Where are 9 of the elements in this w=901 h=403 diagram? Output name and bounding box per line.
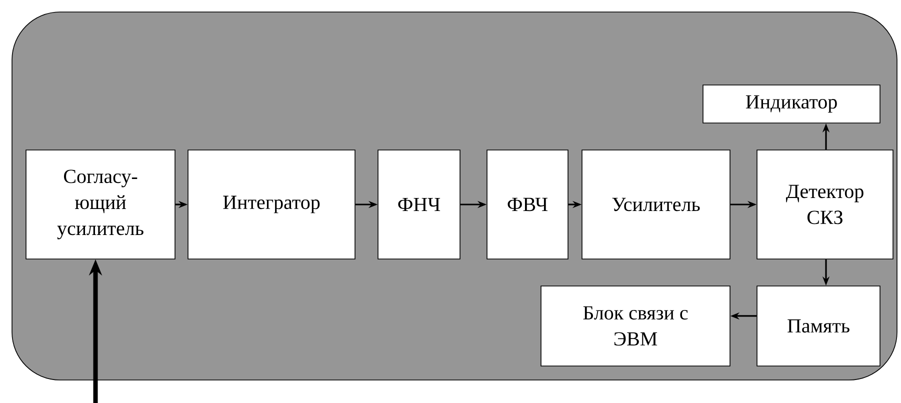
process-box: Детектор СКЗ: [756, 150, 894, 260]
process-box: Память: [756, 286, 880, 366]
process-box: Индикатор: [702, 84, 880, 124]
process-box: Усилитель: [582, 150, 730, 260]
process-box: ФВЧ: [486, 150, 568, 260]
process-box: Согласу- ющий усилитель: [26, 150, 176, 260]
process-box: ФНЧ: [378, 150, 460, 260]
process-box: Интегратор: [188, 150, 356, 260]
process-box: Блок связи с ЭВМ: [540, 286, 730, 366]
